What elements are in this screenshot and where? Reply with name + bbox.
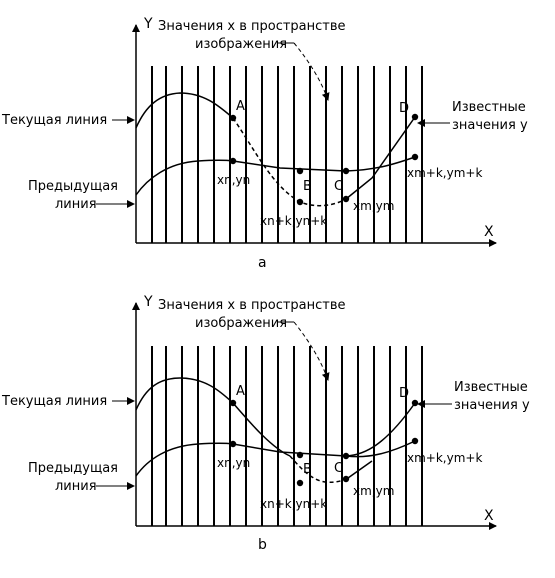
figure-b-current-line-link <box>347 460 373 479</box>
figure-a-annotation-line2: изображения <box>195 37 287 52</box>
figure-a-current-line-dashed <box>232 117 347 207</box>
figure-a-known-values-label-1: Известные <box>452 100 526 115</box>
figure-b: Y X Значения x в пространстве изображени… <box>1 294 530 553</box>
figure-b-point-xnk-ynk <box>296 479 304 487</box>
figure-b-point-b <box>296 451 304 459</box>
figure-b-label-c: C <box>334 461 343 476</box>
figure-b-known-values-label-2: значения y <box>454 398 530 413</box>
figure-b-coord-xm-ym: xm,ym <box>353 484 394 498</box>
figure-a-y-axis-label: Y <box>143 16 153 32</box>
figure-a-label-d: D <box>399 101 409 116</box>
figure-b-sublabel: b <box>258 537 267 553</box>
figure-a-point-xm-ym <box>342 195 350 203</box>
figure-a-annotation-leader <box>293 42 330 101</box>
figure-a-point-xnk-ynk <box>296 198 304 206</box>
figure-a: Y X Значения x в пространстве изображени… <box>1 16 528 271</box>
figure-a-point-xn-yn <box>229 157 237 165</box>
figure-a-current-line-label: Текущая линия <box>1 113 107 128</box>
figure-b-point-d <box>411 399 419 407</box>
figure-a-previous-line-label-1: Предыдущая <box>28 179 118 194</box>
figure-b-annotation-line2: изображения <box>195 316 287 331</box>
figure-a-known-values-label-2: значения y <box>452 118 528 133</box>
figure-a-label-b: B <box>303 179 312 194</box>
figure-b-label-b: B <box>303 462 312 477</box>
figure-a-annotation-line1: Значения x в пространстве <box>158 19 346 34</box>
figure-b-coord-xmk-ymk: xm+k,ym+k <box>407 451 482 465</box>
figure-a-sublabel: a <box>258 255 267 271</box>
figure-b-current-line-dashed <box>289 455 349 483</box>
figure-b-annotation-leader <box>293 321 330 381</box>
figure-a-coord-xnk-ynk: xn+k,yn+k <box>260 214 327 228</box>
figure-a-coord-xn-yn: xn,yn <box>217 173 250 187</box>
figure-b-current-line <box>135 377 234 411</box>
figure-b-current-line-label: Текущая линия <box>1 394 107 409</box>
figure-b-point-xn-yn <box>229 440 237 448</box>
figure-a-previous-line <box>135 156 416 196</box>
figure-a-current-line <box>135 92 234 129</box>
figure-a-coord-xmk-ymk: xm+k,ym+k <box>407 166 482 180</box>
figure-b-coord-xnk-ynk: xn+k,yn+k <box>260 497 327 511</box>
figure-a-point-a <box>229 114 237 122</box>
figure-b-current-line-end <box>345 402 416 457</box>
figure-b-point-xm-ym <box>342 475 350 483</box>
figure-b-grid <box>151 346 423 526</box>
figure-b-annotation-line1: Значения x в пространстве <box>158 298 346 313</box>
figure-a-label-a: A <box>236 99 245 114</box>
figure-b-known-values-label-1: Известные <box>454 380 528 395</box>
figure-a-previous-line-label-2: линия <box>55 197 97 212</box>
figure-a-point-b <box>296 167 304 175</box>
figure-a-point-c <box>342 167 350 175</box>
figure-b-x-axis-label: X <box>484 508 494 524</box>
figure-a-point-xmk-ymk <box>411 153 419 161</box>
figure-b-label-a: A <box>236 384 245 399</box>
figure-a-current-line-end <box>345 116 416 200</box>
figure-b-current-line-solid-drop <box>232 402 291 457</box>
figure-b-previous-line-label-2: линия <box>55 479 97 494</box>
figure-a-label-c: C <box>334 179 343 194</box>
figure-b-point-xmk-ymk <box>411 437 419 445</box>
figure-a-coord-xm-ym: xm,ym <box>353 199 394 213</box>
figure-b-coord-xn-yn: xn,yn <box>217 456 250 470</box>
figure-b-y-axis-label: Y <box>143 294 153 310</box>
figure-b-previous-line-label-1: Предыдущая <box>28 461 118 476</box>
figure-a-point-d <box>411 113 419 121</box>
figure-b-point-a <box>229 399 237 407</box>
figure-b-point-c <box>342 452 350 460</box>
figure-b-label-d: D <box>399 386 409 401</box>
figure-b-previous-line <box>135 440 416 477</box>
figure-a-x-axis-label: X <box>484 224 494 240</box>
